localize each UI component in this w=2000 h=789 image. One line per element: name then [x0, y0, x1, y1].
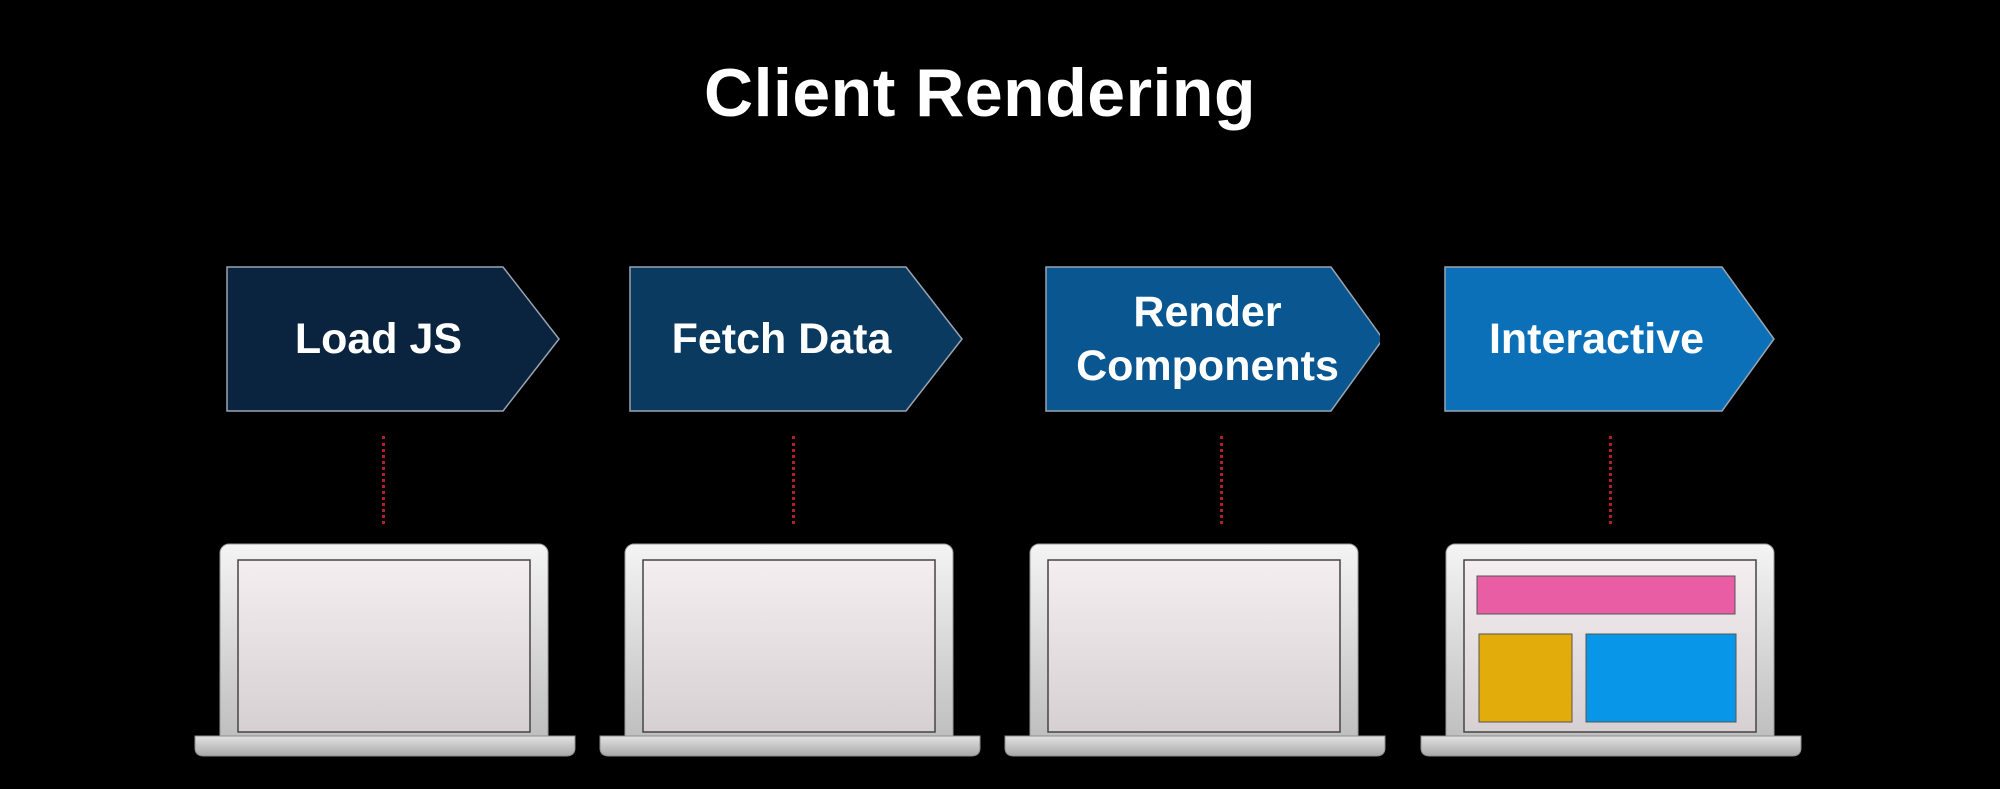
- arrow-shape: [1444, 266, 1775, 412]
- laptop-icon: [1004, 543, 1386, 757]
- laptop-icon: [599, 543, 981, 757]
- arrow-shape: [226, 266, 560, 412]
- arrow-shape: [1045, 266, 1380, 412]
- step-label: Render Components: [1076, 288, 1339, 390]
- laptop-rendered: [1420, 540, 1802, 758]
- step-label: Load JS: [294, 315, 463, 363]
- connector-line: [1609, 436, 1612, 524]
- content-block: [1585, 633, 1737, 723]
- sidebar-block: [1478, 633, 1573, 723]
- step-render-components: Render Components: [1045, 266, 1380, 412]
- arrow-shape: [629, 266, 963, 412]
- step-interactive: Interactive: [1444, 266, 1779, 412]
- connector-line: [792, 436, 795, 524]
- laptop-blank: [599, 540, 981, 758]
- connector-line: [382, 436, 385, 524]
- header-block: [1476, 575, 1736, 615]
- step-load-js: Load JS: [226, 266, 561, 412]
- page-title: Client Rendering: [703, 55, 1257, 131]
- laptop-blank: [194, 540, 576, 758]
- connector-line: [1220, 436, 1223, 524]
- step-label: Fetch Data: [671, 315, 892, 363]
- laptop-icon: [1420, 543, 1802, 757]
- step-fetch-data: Fetch Data: [629, 266, 964, 412]
- laptop-icon: [194, 543, 576, 757]
- laptop-blank: [1004, 540, 1386, 758]
- step-label: Interactive: [1488, 315, 1705, 363]
